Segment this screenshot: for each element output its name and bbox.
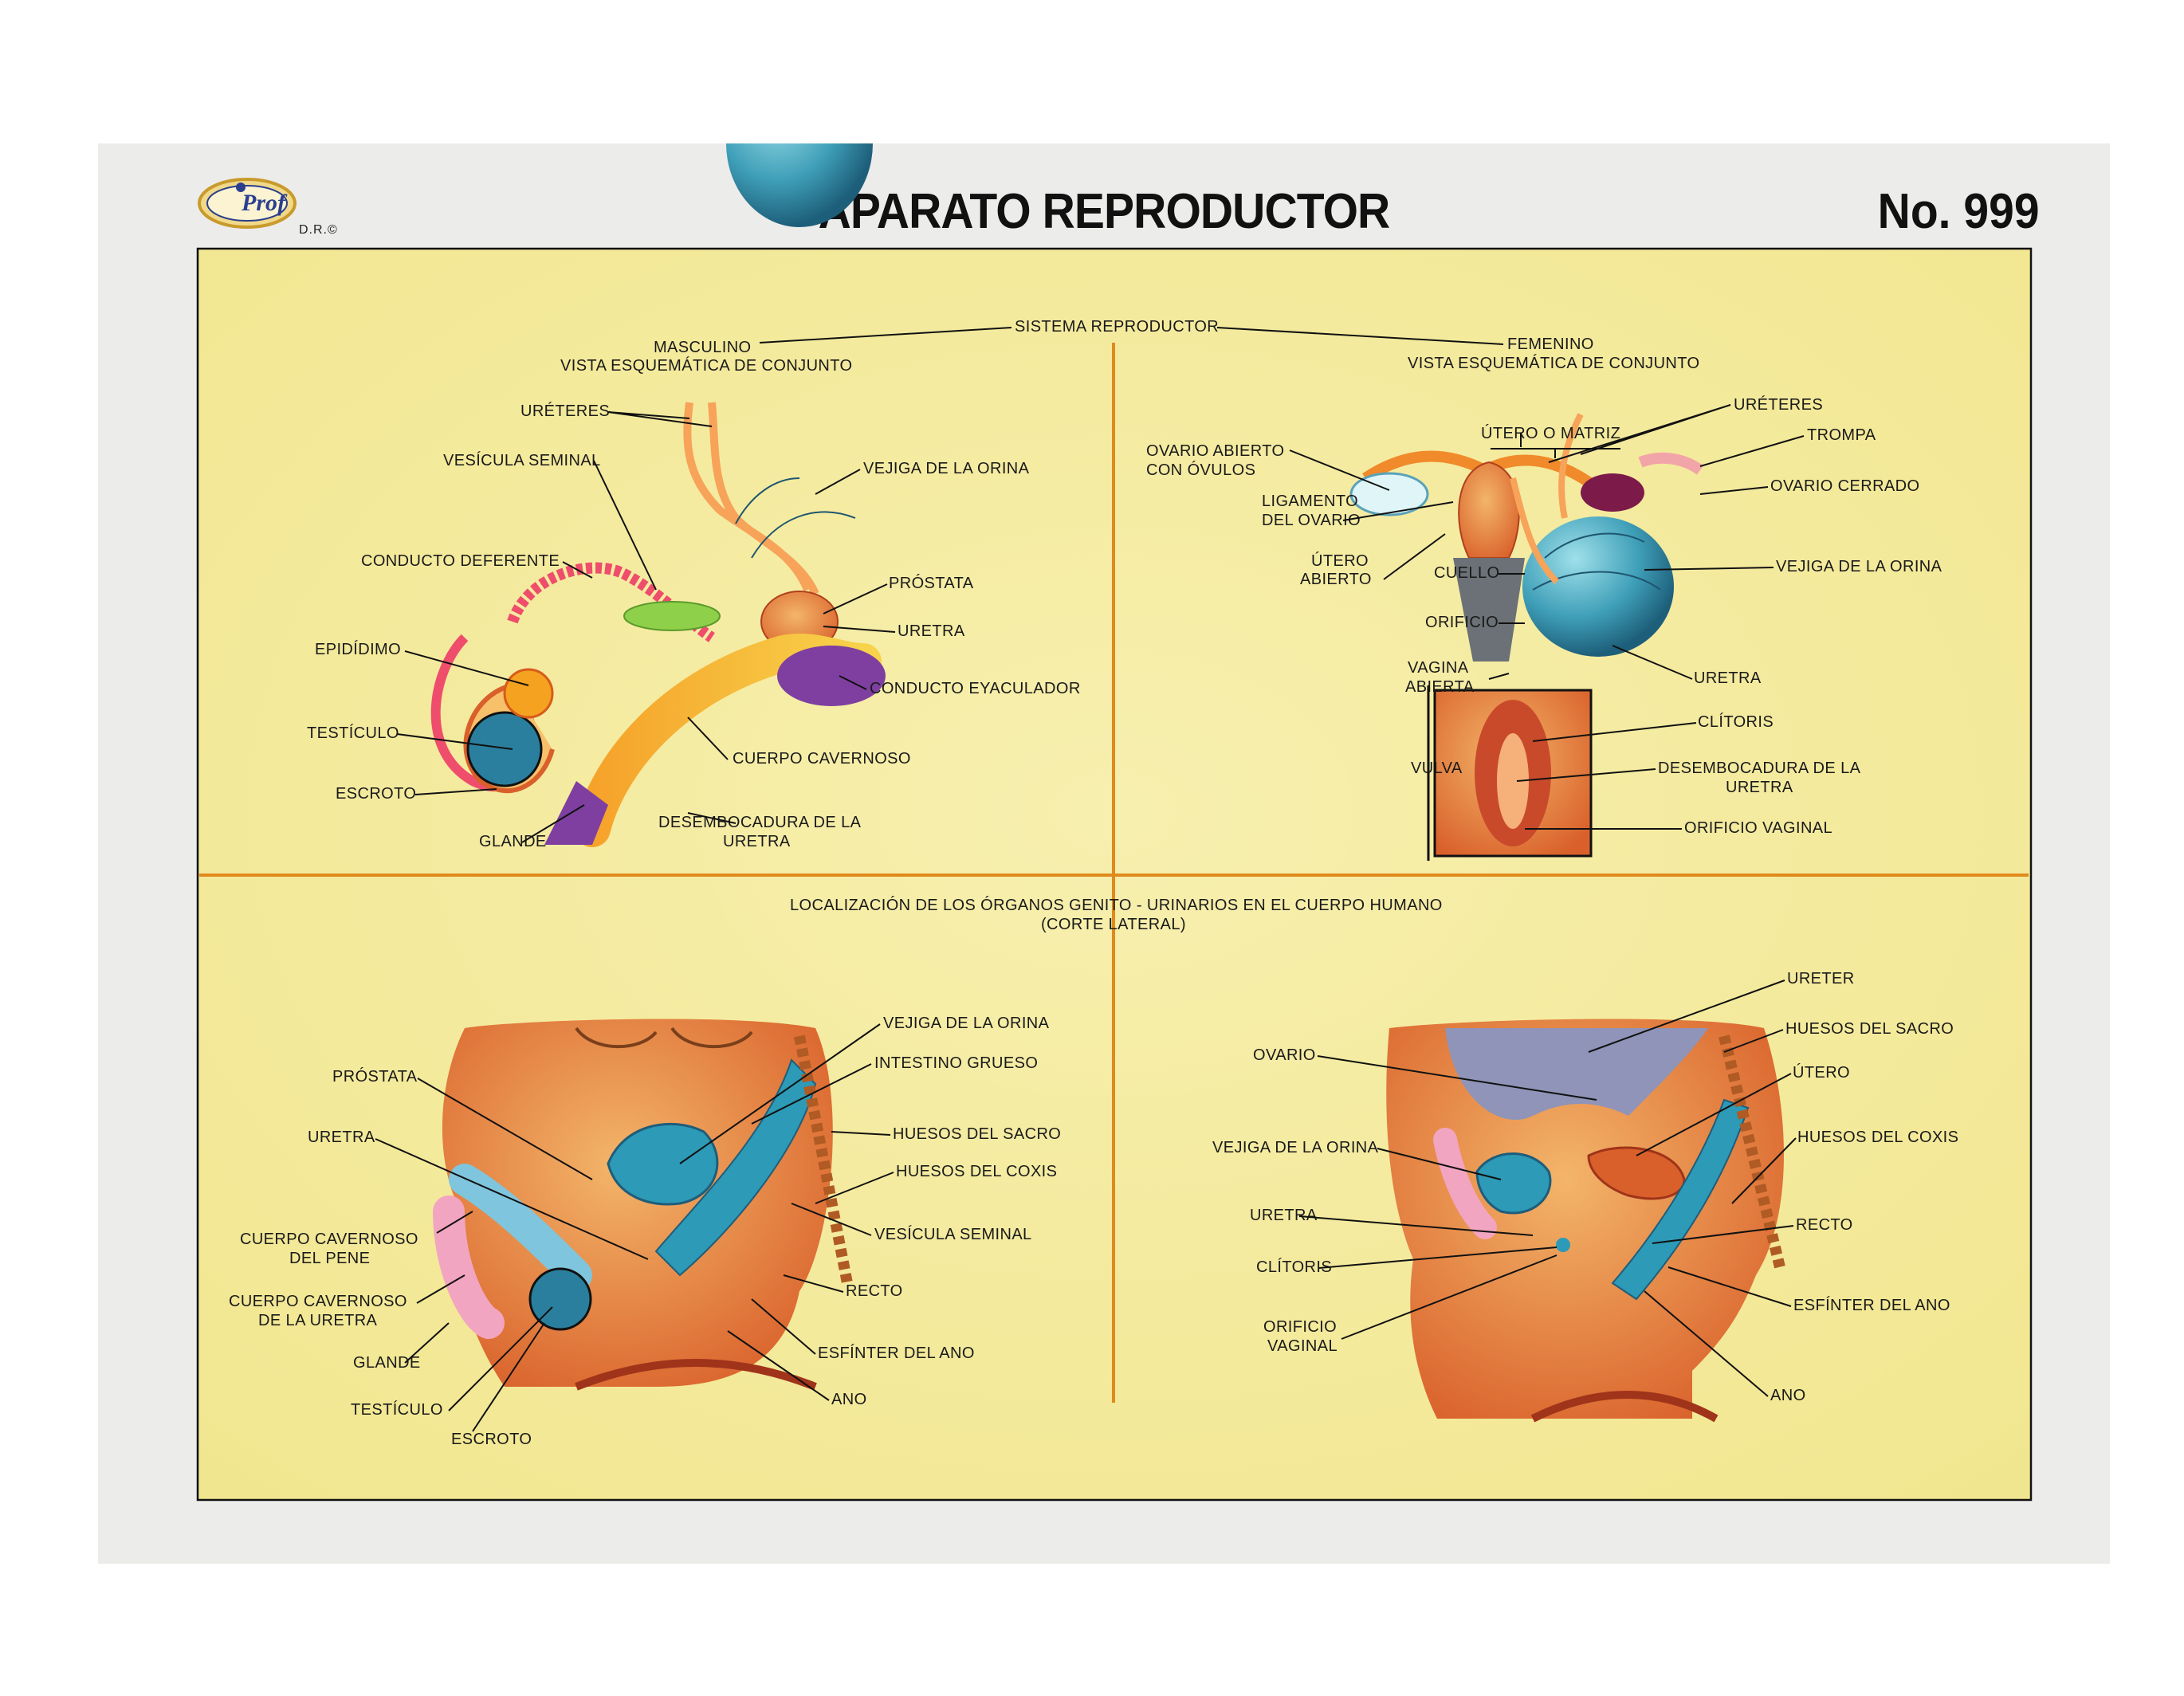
- poster-title: APARATO REPRODUCTOR: [818, 184, 1391, 239]
- label-clitoris-fl: CLÍTORIS: [1256, 1258, 1332, 1276]
- label-orificio: ORIFICIO: [1425, 614, 1499, 631]
- label-cc-uretra-1: CUERPO CAVERNOSO: [229, 1293, 407, 1310]
- label-orificio-vaginal-f: ORIFICIO VAGINAL: [1684, 819, 1832, 837]
- label-conducto-deferente: CONDUCTO DEFERENTE: [361, 552, 560, 570]
- copyright-mark: D.R.©: [299, 223, 338, 237]
- label-ovario-fl: OVARIO: [1253, 1046, 1316, 1064]
- label-vulva: VULVA: [1411, 760, 1463, 777]
- label-sacro-l: HUESOS DEL SACRO: [893, 1125, 1061, 1143]
- male-schematic-illustration: [430, 143, 886, 847]
- label-vagina-2: ABIERTA: [1405, 678, 1475, 696]
- label-sacro-fl: HUESOS DEL SACRO: [1785, 1020, 1954, 1038]
- poster-number: No. 999: [1878, 184, 2040, 239]
- label-esfinter-fl: ESFÍNTER DEL ANO: [1793, 1296, 1950, 1314]
- label-desemb-m-2: URETRA: [723, 833, 791, 850]
- label-ureteres-f: URÉTERES: [1734, 395, 1823, 414]
- label-utero-matriz: ÚTERO O MATRIZ: [1481, 424, 1620, 442]
- female-lateral-illustration: [1386, 1019, 1785, 1423]
- label-uretra-m: URETRA: [898, 622, 965, 640]
- label-uretra-f: URETRA: [1694, 669, 1762, 687]
- label-ovario-abierto-1: OVARIO ABIERTO: [1146, 442, 1284, 460]
- label-prostata-l: PRÓSTATA: [332, 1067, 418, 1086]
- label-ano-fl: ANO: [1770, 1387, 1806, 1404]
- label-ureter-fl: URETER: [1787, 970, 1855, 987]
- label-ureteres-m: URÉTERES: [520, 402, 610, 420]
- female-schematic-illustration: [1349, 413, 1704, 858]
- label-vesicula-m: VESÍCULA SEMINAL: [443, 451, 601, 469]
- label-orificio-fl-1: ORIFICIO: [1263, 1318, 1337, 1336]
- label-escroto-l: ESCROTO: [451, 1431, 532, 1448]
- label-vejiga-f: VEJIGA DE LA ORINA: [1776, 558, 1942, 575]
- label-desemb-f-1: DESEMBOCADURA DE LA: [1658, 760, 1861, 777]
- label-utero-fl: ÚTERO: [1793, 1063, 1850, 1082]
- label-orificio-fl-2: VAGINAL: [1267, 1337, 1338, 1355]
- publisher-logo: Prof: [198, 178, 297, 229]
- label-cuerpo-cavernoso: CUERPO CAVERNOSO: [733, 750, 911, 768]
- label-intestino-l: INTESTINO GRUESO: [874, 1054, 1038, 1072]
- label-masculino: MASCULINO: [654, 339, 752, 356]
- anatomy-diagram: SISTEMA REPRODUCTOR MASCULINO VISTA ESQU…: [196, 143, 2033, 1502]
- poster-sheet: Prof D.R.© APARATO REPRODUCTOR No. 999: [98, 143, 2110, 1564]
- label-ligamento-1: LIGAMENTO: [1262, 493, 1358, 510]
- label-utero-abierto-1: ÚTERO: [1311, 552, 1369, 570]
- male-lateral-illustration: [433, 1019, 853, 1391]
- label-cc-uretra-2: DE LA URETRA: [258, 1312, 378, 1329]
- svg-text:Prof: Prof: [241, 190, 288, 216]
- label-prostata-m: PRÓSTATA: [889, 574, 974, 592]
- label-desemb-f-2: URETRA: [1726, 779, 1793, 796]
- label-glande-l: GLANDE: [353, 1354, 421, 1372]
- label-uretra-l: URETRA: [308, 1129, 375, 1146]
- label-recto-fl: RECTO: [1796, 1216, 1853, 1234]
- label-masculino-vista: VISTA ESQUEMÁTICA DE CONJUNTO: [560, 356, 852, 375]
- label-esfinter-l: ESFÍNTER DEL ANO: [818, 1344, 975, 1362]
- label-vesicula-l: VESÍCULA SEMINAL: [874, 1225, 1032, 1243]
- label-escroto-m: ESCROTO: [336, 785, 416, 803]
- label-uretra-fl: URETRA: [1250, 1207, 1318, 1224]
- label-ano-l: ANO: [831, 1391, 867, 1408]
- label-ligamento-2: DEL OVARIO: [1262, 512, 1361, 529]
- label-ovario-abierto-2: CON ÓVULOS: [1146, 461, 1255, 479]
- label-cc-pene-1: CUERPO CAVERNOSO: [240, 1231, 418, 1248]
- label-utero-abierto-2: ABIERTO: [1300, 571, 1372, 588]
- label-testiculo-l: TESTÍCULO: [351, 1400, 443, 1419]
- label-coxis-l: HUESOS DEL COXIS: [896, 1163, 1057, 1180]
- label-conducto-eyaculador: CONDUCTO EYACULADOR: [870, 680, 1081, 697]
- label-localizacion-1: LOCALIZACIÓN DE LOS ÓRGANOS GENITO - URI…: [790, 896, 1443, 914]
- label-clitoris-f: CLÍTORIS: [1698, 713, 1774, 731]
- label-ovario-cerrado: OVARIO CERRADO: [1770, 477, 1919, 495]
- label-vagina-1: VAGINA: [1408, 659, 1469, 677]
- label-coxis-fl: HUESOS DEL COXIS: [1797, 1129, 1958, 1146]
- label-cuello: CUELLO: [1434, 564, 1499, 582]
- label-femenino: FEMENINO: [1507, 336, 1594, 353]
- label-localizacion-2: (CORTE LATERAL): [1041, 916, 1186, 933]
- label-trompa: TROMPA: [1807, 426, 1876, 444]
- label-sistema-reproductor: SISTEMA REPRODUCTOR: [1015, 318, 1219, 336]
- label-epididimo: EPIDÍDIMO: [315, 640, 401, 658]
- label-vejiga-m: VEJIGA DE LA ORINA: [863, 460, 1030, 477]
- label-vejiga-fl: VEJIGA DE LA ORINA: [1212, 1139, 1379, 1156]
- label-femenino-vista: VISTA ESQUEMÁTICA DE CONJUNTO: [1408, 354, 1699, 372]
- label-glande-m: GLANDE: [479, 833, 547, 850]
- label-cc-pene-2: DEL PENE: [289, 1250, 370, 1267]
- label-desemb-m-1: DESEMBOCADURA DE LA: [658, 814, 862, 831]
- label-testiculo-m: TESTÍCULO: [307, 724, 399, 742]
- label-recto-l: RECTO: [846, 1282, 903, 1300]
- label-vejiga-l: VEJIGA DE LA ORINA: [883, 1015, 1050, 1032]
